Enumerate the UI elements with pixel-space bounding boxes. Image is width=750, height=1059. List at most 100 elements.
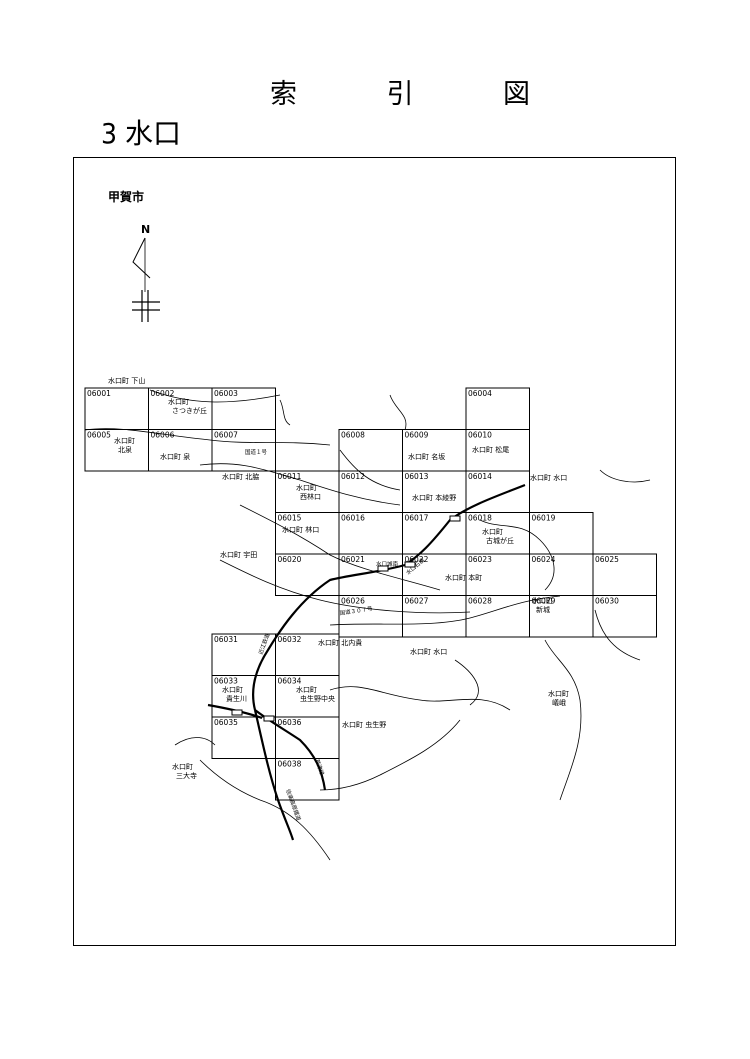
- grid-cell-number: 06038: [278, 760, 302, 769]
- grid-cell[interactable]: 06005: [84, 429, 149, 472]
- station-marker: [377, 565, 389, 572]
- place-name: 水口町新城: [532, 596, 553, 614]
- road-label: 近江鉄道: [256, 632, 271, 656]
- grid-cell-number: 06020: [278, 555, 302, 564]
- place-labels: 水口町 下山水口町さつきが丘水口町北泉水口町 泉水口町 名坂水口町 松尾水口町 …: [108, 376, 569, 822]
- section-name: 水口: [125, 117, 182, 150]
- station-marker: [404, 561, 416, 568]
- grid-cell[interactable]: 06021: [338, 553, 403, 596]
- grid-cell-number: 06015: [278, 514, 302, 523]
- place-name: 水口町 水口: [530, 473, 567, 482]
- place-name: 水口町 北内貴: [318, 638, 362, 647]
- grid-cell-number: 06022: [405, 555, 429, 564]
- grid-cell[interactable]: 06024: [529, 553, 594, 596]
- grid-cell[interactable]: 06036: [275, 716, 340, 759]
- city-label: 甲賀市: [108, 189, 144, 204]
- grid-cell-number: 06007: [214, 431, 238, 440]
- place-name: 水口町 本綾野: [412, 493, 456, 502]
- grid-cell-number: 06034: [278, 677, 302, 686]
- title-char-1: 索: [270, 79, 297, 110]
- grid-cell[interactable]: 06008: [338, 429, 403, 472]
- grid-cell-number: 06026: [341, 597, 365, 606]
- place-name: 水口町 林口: [282, 525, 319, 534]
- index-grid: 06001 06002 06003 06004 06005 06006 06007 06008…: [84, 387, 657, 801]
- railway-lines: [207, 483, 526, 841]
- place-name: 水口町北泉: [114, 436, 135, 454]
- grid-cell-number: 06036: [278, 718, 302, 727]
- place-name: 水口町 水口: [410, 647, 447, 656]
- north-arrow-icon: N: [132, 223, 160, 322]
- grid-cell-number: 06010: [468, 431, 492, 440]
- grid-cell-number: 06005: [87, 431, 111, 440]
- place-name: 水口町さつきが丘: [168, 397, 207, 415]
- grid-cell-number: 06002: [151, 389, 175, 398]
- grid-cell-number: 06004: [468, 389, 492, 398]
- grid-cell-number: 06025: [595, 555, 619, 564]
- place-name: 水口町三大寺: [172, 762, 197, 780]
- grid-cell[interactable]: 06038: [275, 758, 340, 801]
- page-title: 索 引 図: [270, 72, 530, 111]
- grid-cell-number: 06012: [341, 472, 365, 481]
- grid-cell-number: 06035: [214, 718, 238, 727]
- road-label: 国道３０７号: [339, 604, 373, 617]
- station-marker: [263, 715, 275, 722]
- place-name: 水口町 松尾: [472, 445, 509, 454]
- place-name: 水口町 本町: [445, 573, 482, 582]
- grid-cell-number: 06003: [214, 389, 238, 398]
- map-frame: [73, 157, 676, 946]
- grid-cell-number: 06031: [214, 635, 238, 644]
- grid-cell-number: 06014: [468, 472, 492, 481]
- place-name: 水口町 宇田: [220, 550, 257, 559]
- grid-cell-number: 06016: [341, 514, 365, 523]
- grid-cell-number: 06011: [278, 472, 302, 481]
- grid-cell-number: 06019: [532, 514, 556, 523]
- grid-cell[interactable]: 06026: [338, 595, 403, 638]
- grid-cell[interactable]: 06001: [84, 387, 149, 430]
- road-label: 国道１号: [245, 448, 268, 456]
- grid-cell-number: 06006: [151, 431, 175, 440]
- grid-cell-border: [211, 429, 276, 472]
- grid-cell[interactable]: 06016: [338, 512, 403, 555]
- grid-cell[interactable]: 06012: [338, 470, 403, 513]
- grid-cell[interactable]: 06013: [402, 470, 467, 513]
- grid-cell[interactable]: 06007: [211, 429, 276, 472]
- grid-cell-number: 06017: [405, 514, 429, 523]
- station-marker: [449, 515, 461, 522]
- grid-cell-number: 06021: [341, 555, 365, 564]
- grid-cell-number: 06029: [532, 597, 556, 606]
- title-char-3: 図: [503, 79, 530, 110]
- grid-cell[interactable]: 06030: [592, 595, 657, 638]
- road-label: 水口城南: [376, 560, 399, 568]
- place-name: 水口町 虫生野: [342, 720, 386, 729]
- station-marker: [231, 709, 243, 716]
- road-label: 信楽高原鐵道: [284, 788, 303, 822]
- grid-cell-number: 06009: [405, 431, 429, 440]
- grid-cell-number: 06023: [468, 555, 492, 564]
- place-name: 水口町 北脇: [222, 472, 259, 481]
- title-char-2: 引: [386, 79, 414, 110]
- place-name: 水口町虫生野中央: [296, 685, 335, 703]
- road-label: 草津線: [313, 758, 326, 777]
- grid-cell-number: 06013: [405, 472, 429, 481]
- grid-cell-number: 06033: [214, 677, 238, 686]
- map-background-lines: [84, 389, 651, 861]
- grid-cell-number: 06030: [595, 597, 619, 606]
- north-label: N: [141, 223, 150, 236]
- grid-cell[interactable]: 06009: [402, 429, 467, 472]
- place-name: 水口町古城が丘: [482, 527, 514, 545]
- grid-cell[interactable]: 06019: [529, 512, 594, 555]
- grid-cell[interactable]: 06025: [592, 553, 657, 596]
- grid-cell-number: 06032: [278, 635, 302, 644]
- grid-cell-border: [592, 595, 657, 638]
- grid-cell-number: 06028: [468, 597, 492, 606]
- grid-cell[interactable]: 06035: [211, 716, 276, 759]
- grid-cell-number: 06024: [532, 555, 556, 564]
- grid-cell-number: 06001: [87, 389, 111, 398]
- grid-cell[interactable]: 06027: [402, 595, 467, 638]
- place-name: 水口町 名坂: [408, 452, 445, 461]
- grid-cell[interactable]: 06003: [211, 387, 276, 430]
- place-name: 水口町嶬峨: [548, 689, 569, 707]
- grid-cell[interactable]: 06004: [465, 387, 530, 430]
- section-title: 3 水口: [101, 112, 181, 152]
- place-name: 水口町西林口: [296, 483, 321, 501]
